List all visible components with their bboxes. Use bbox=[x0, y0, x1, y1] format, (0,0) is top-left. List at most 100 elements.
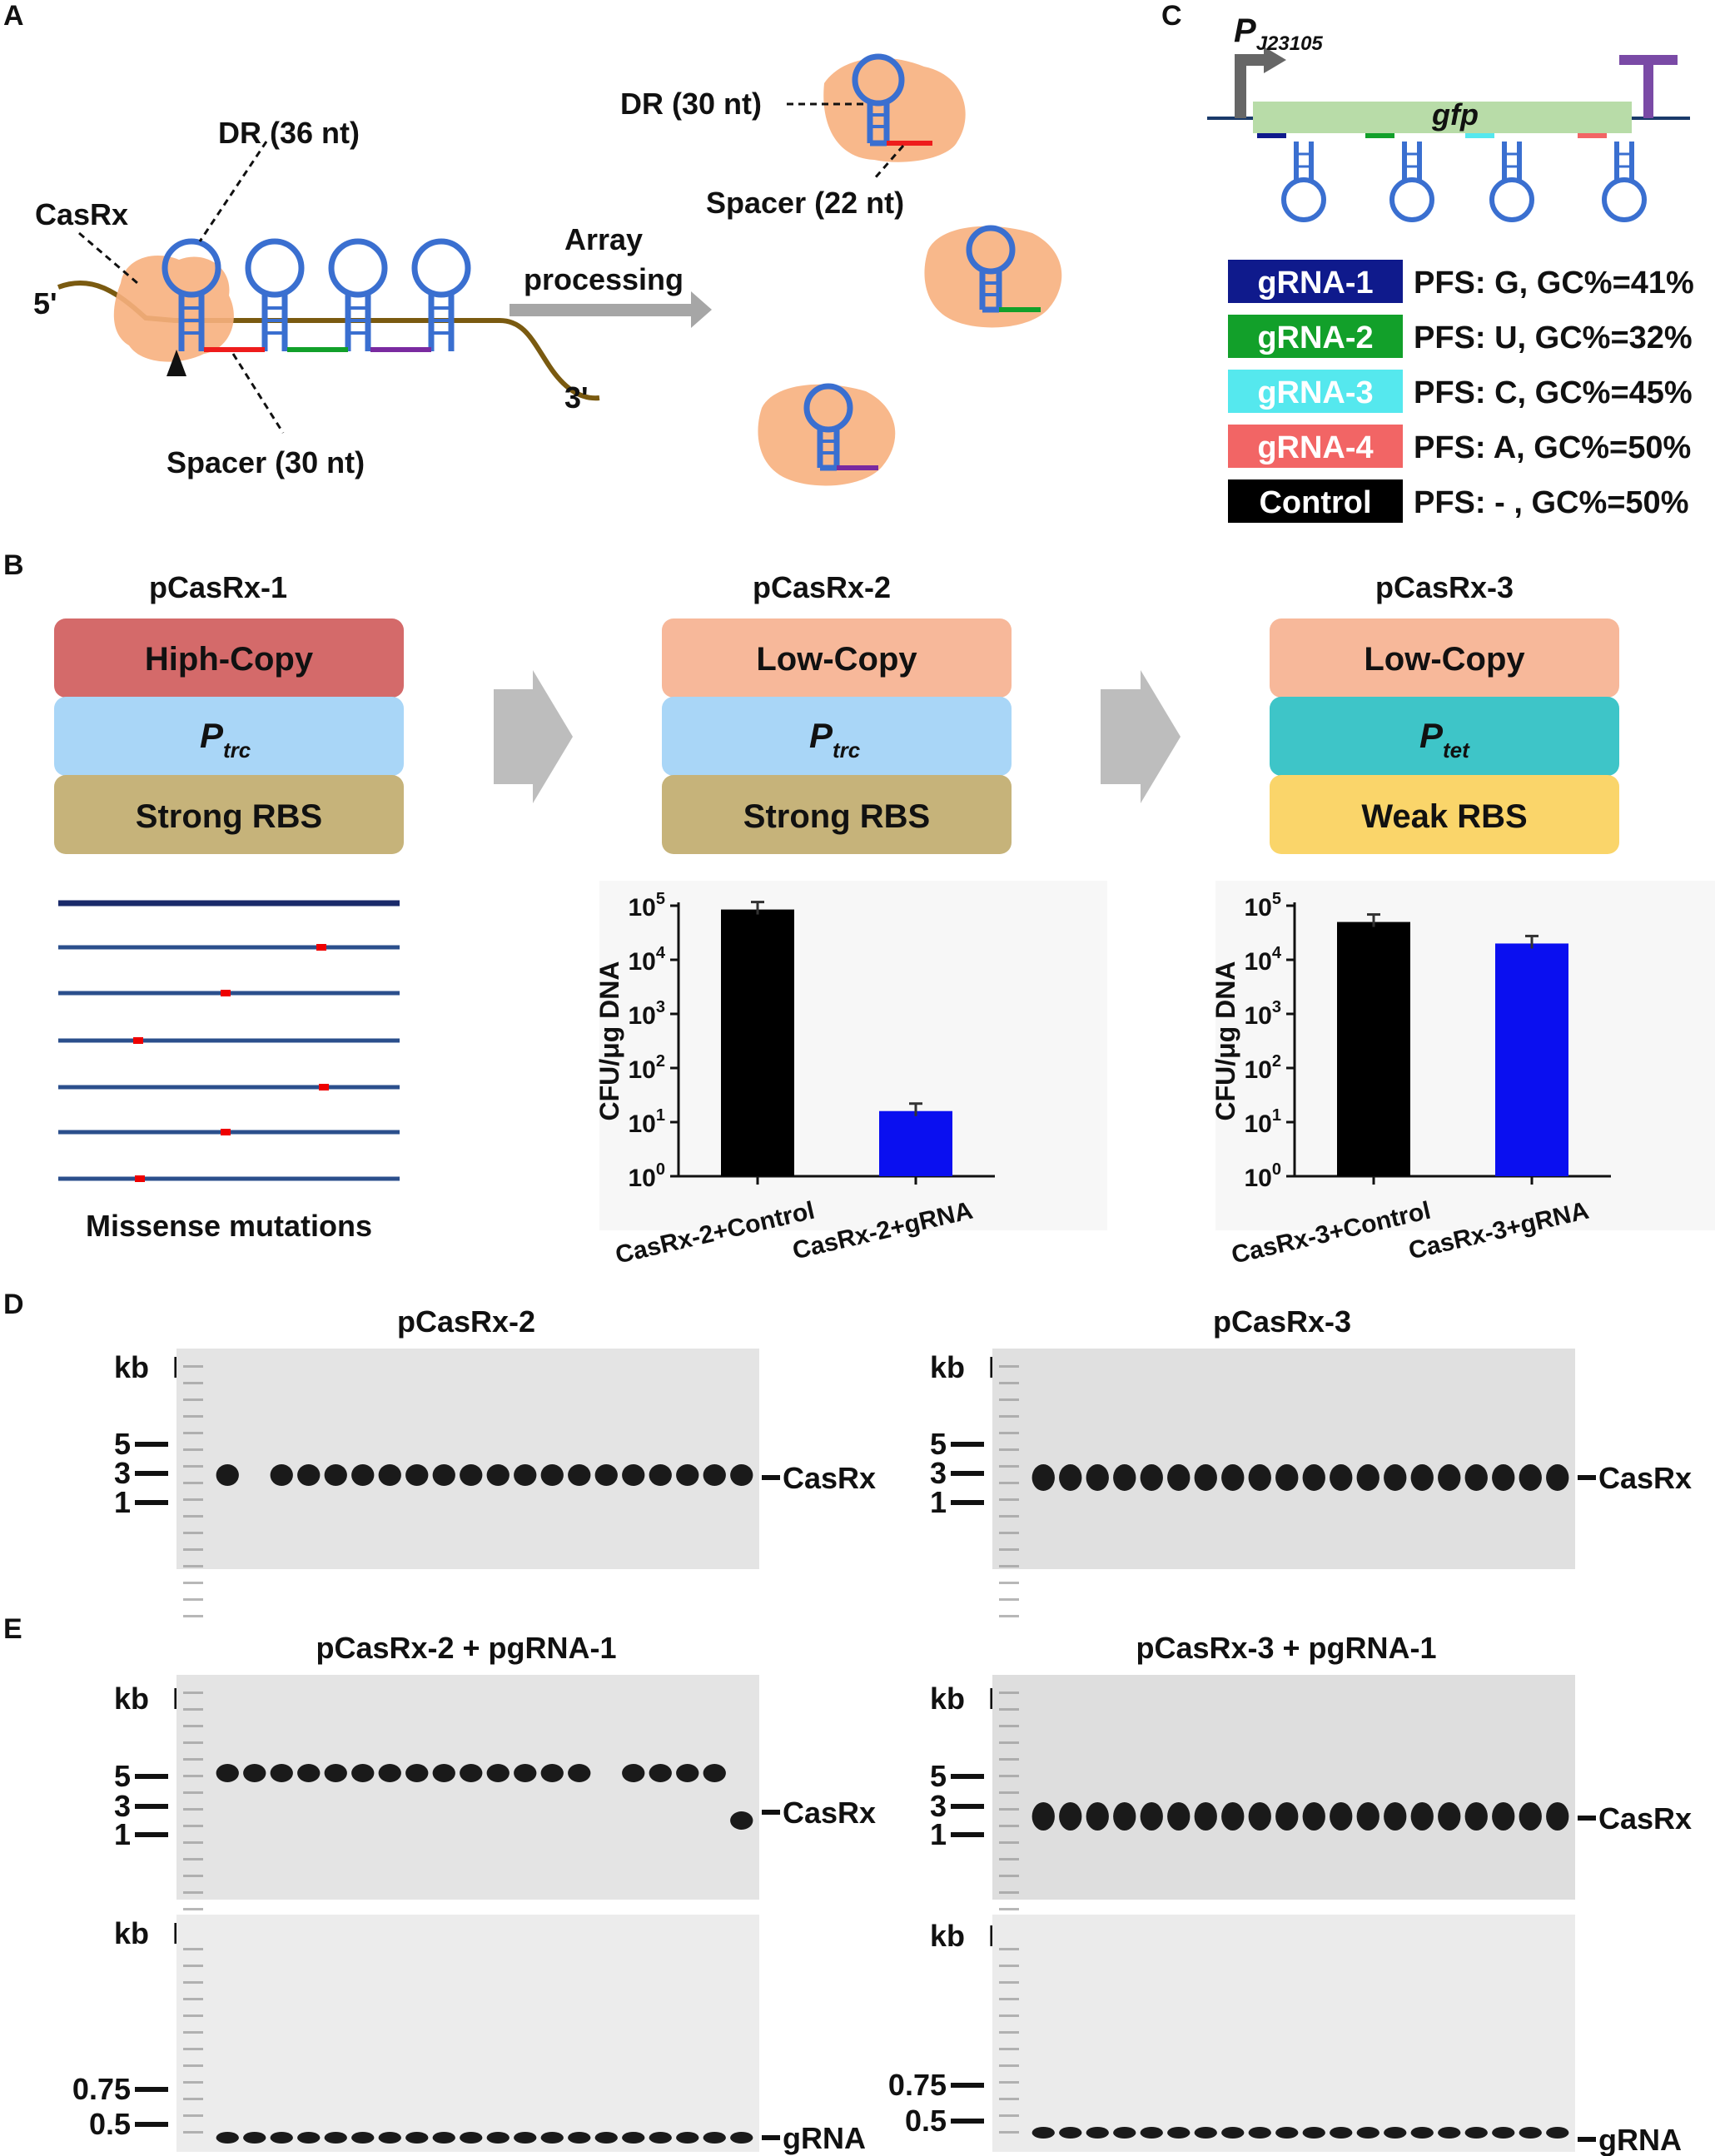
ladder-band bbox=[183, 2131, 203, 2134]
gel-band bbox=[1140, 2127, 1163, 2139]
leader-dr36 bbox=[198, 141, 268, 242]
size-label: 3 bbox=[930, 1789, 947, 1823]
gel-band bbox=[1275, 1464, 1299, 1491]
construct-1-promoter: Ptrc bbox=[200, 716, 251, 763]
gel-band bbox=[486, 1764, 510, 1782]
gel-band bbox=[703, 1464, 726, 1486]
ladder-band bbox=[183, 2048, 203, 2050]
ladder-band bbox=[999, 2098, 1019, 2100]
ladder-band bbox=[999, 1725, 1019, 1727]
panel-label-c: C bbox=[1161, 0, 1182, 32]
gel-band bbox=[514, 1464, 537, 1486]
gel-band bbox=[1167, 1464, 1191, 1491]
ladder-band bbox=[183, 1532, 203, 1534]
kb-label: kb bbox=[930, 1919, 965, 1953]
panel-label-a: A bbox=[3, 0, 24, 32]
ladder-band bbox=[999, 1465, 1019, 1468]
ladder-band bbox=[183, 1692, 203, 1694]
gel-band bbox=[1330, 1464, 1353, 1491]
y-tick-label: 105 bbox=[1245, 890, 1282, 922]
grna-row-5-info: PFS: - , GC%=50% bbox=[1414, 485, 1688, 520]
ladder-band bbox=[999, 1998, 1019, 2000]
kb-label: kb bbox=[930, 1350, 965, 1384]
gel-band bbox=[460, 1464, 483, 1486]
grna-row-1-swatch bbox=[1228, 260, 1403, 303]
size-label: 5 bbox=[114, 1759, 131, 1793]
construct-2-promoter-box bbox=[662, 697, 1012, 776]
grna-row-2-swatch bbox=[1228, 315, 1403, 358]
gel-background bbox=[176, 1675, 759, 1900]
gel-band bbox=[486, 2132, 510, 2144]
size-label: 0.5 bbox=[89, 2107, 131, 2141]
gel-band bbox=[1059, 1464, 1082, 1491]
ladder-band bbox=[999, 1548, 1019, 1551]
arrow-label-1: Array bbox=[564, 222, 643, 256]
gel-band bbox=[1194, 1464, 1217, 1491]
gel-band bbox=[1221, 1802, 1245, 1831]
gel-band bbox=[1519, 2127, 1542, 2139]
construct-3-copy: Low-Copy bbox=[1364, 641, 1525, 678]
ladder-band bbox=[999, 1515, 1019, 1518]
ladder-band bbox=[183, 1382, 203, 1384]
gel-band bbox=[297, 2132, 321, 2144]
ladder-band bbox=[183, 1448, 203, 1451]
bar-2 bbox=[1495, 943, 1568, 1176]
chart-background bbox=[599, 881, 1107, 1230]
gel-band bbox=[703, 2132, 726, 2144]
size-label: 3 bbox=[930, 1456, 947, 1490]
grna-row-2-info: PFS: U, GC%=32% bbox=[1414, 320, 1693, 355]
ladder-band bbox=[183, 1791, 203, 1794]
gel-band bbox=[622, 1764, 645, 1782]
ladder-band bbox=[183, 1432, 203, 1434]
panel-d: D pCasRx-2 pCasRx-3 kbMCRandom clones531… bbox=[3, 1289, 1692, 1617]
kb-label: kb bbox=[930, 1682, 965, 1716]
gel-band bbox=[378, 1764, 401, 1782]
gel-band bbox=[460, 2132, 483, 2144]
promoter-arrowhead bbox=[1264, 47, 1286, 73]
ladder-band bbox=[183, 1875, 203, 1877]
grna-row-5-swatch bbox=[1228, 479, 1403, 523]
gel-band bbox=[1384, 2127, 1407, 2139]
gel-d-left: kbMCRandom clones531CasRx bbox=[114, 1349, 876, 1617]
ladder-band bbox=[999, 1908, 1019, 1910]
gel-band bbox=[1113, 1464, 1136, 1491]
size-label: 5 bbox=[114, 1427, 131, 1461]
ladder-band bbox=[999, 1841, 1019, 1844]
gel-band bbox=[1330, 2127, 1353, 2139]
ladder-band bbox=[183, 1948, 203, 1950]
ladder-band bbox=[999, 2114, 1019, 2117]
gel-band bbox=[1140, 1802, 1163, 1831]
grna-row-5-label: Control bbox=[1259, 485, 1371, 520]
gel-band bbox=[1438, 2127, 1461, 2139]
ladder-band bbox=[183, 1758, 203, 1761]
construct-2-promoter: Ptrc bbox=[809, 716, 861, 763]
ladder-band bbox=[183, 1775, 203, 1777]
gel-band bbox=[1059, 2127, 1082, 2139]
ladder-band bbox=[183, 1515, 203, 1518]
gel-band bbox=[324, 1764, 347, 1782]
gel-band bbox=[460, 1764, 483, 1782]
promoter-arrow bbox=[1235, 54, 1265, 118]
ladder-band bbox=[183, 1858, 203, 1860]
gfp-label: gfp bbox=[1431, 97, 1479, 132]
gel-band bbox=[1221, 1464, 1245, 1491]
label-3prime: 3' bbox=[564, 380, 589, 415]
gel-band bbox=[1031, 2127, 1055, 2139]
arrow-label-2: processing bbox=[524, 262, 684, 296]
ladder-band bbox=[183, 1548, 203, 1551]
grna-row-4-swatch bbox=[1228, 425, 1403, 468]
y-axis-label: CFU/μg DNA bbox=[1210, 961, 1240, 1121]
y-tick-label: 104 bbox=[629, 944, 666, 976]
progression-arrow-2 bbox=[1101, 670, 1181, 803]
gel-band bbox=[432, 1464, 455, 1486]
gel-band bbox=[514, 2132, 537, 2144]
construct-pcasrx-2: pCasRx-2 Low-Copy Ptrc Strong RBS bbox=[662, 570, 1012, 854]
ladder-band bbox=[183, 2064, 203, 2067]
ladder-band bbox=[183, 1965, 203, 1967]
ladder-band bbox=[183, 2081, 203, 2084]
ladder-band bbox=[183, 1565, 203, 1567]
cleavage-marker bbox=[167, 350, 186, 376]
gel-band bbox=[1140, 1464, 1163, 1491]
gel-band bbox=[297, 1464, 321, 1486]
